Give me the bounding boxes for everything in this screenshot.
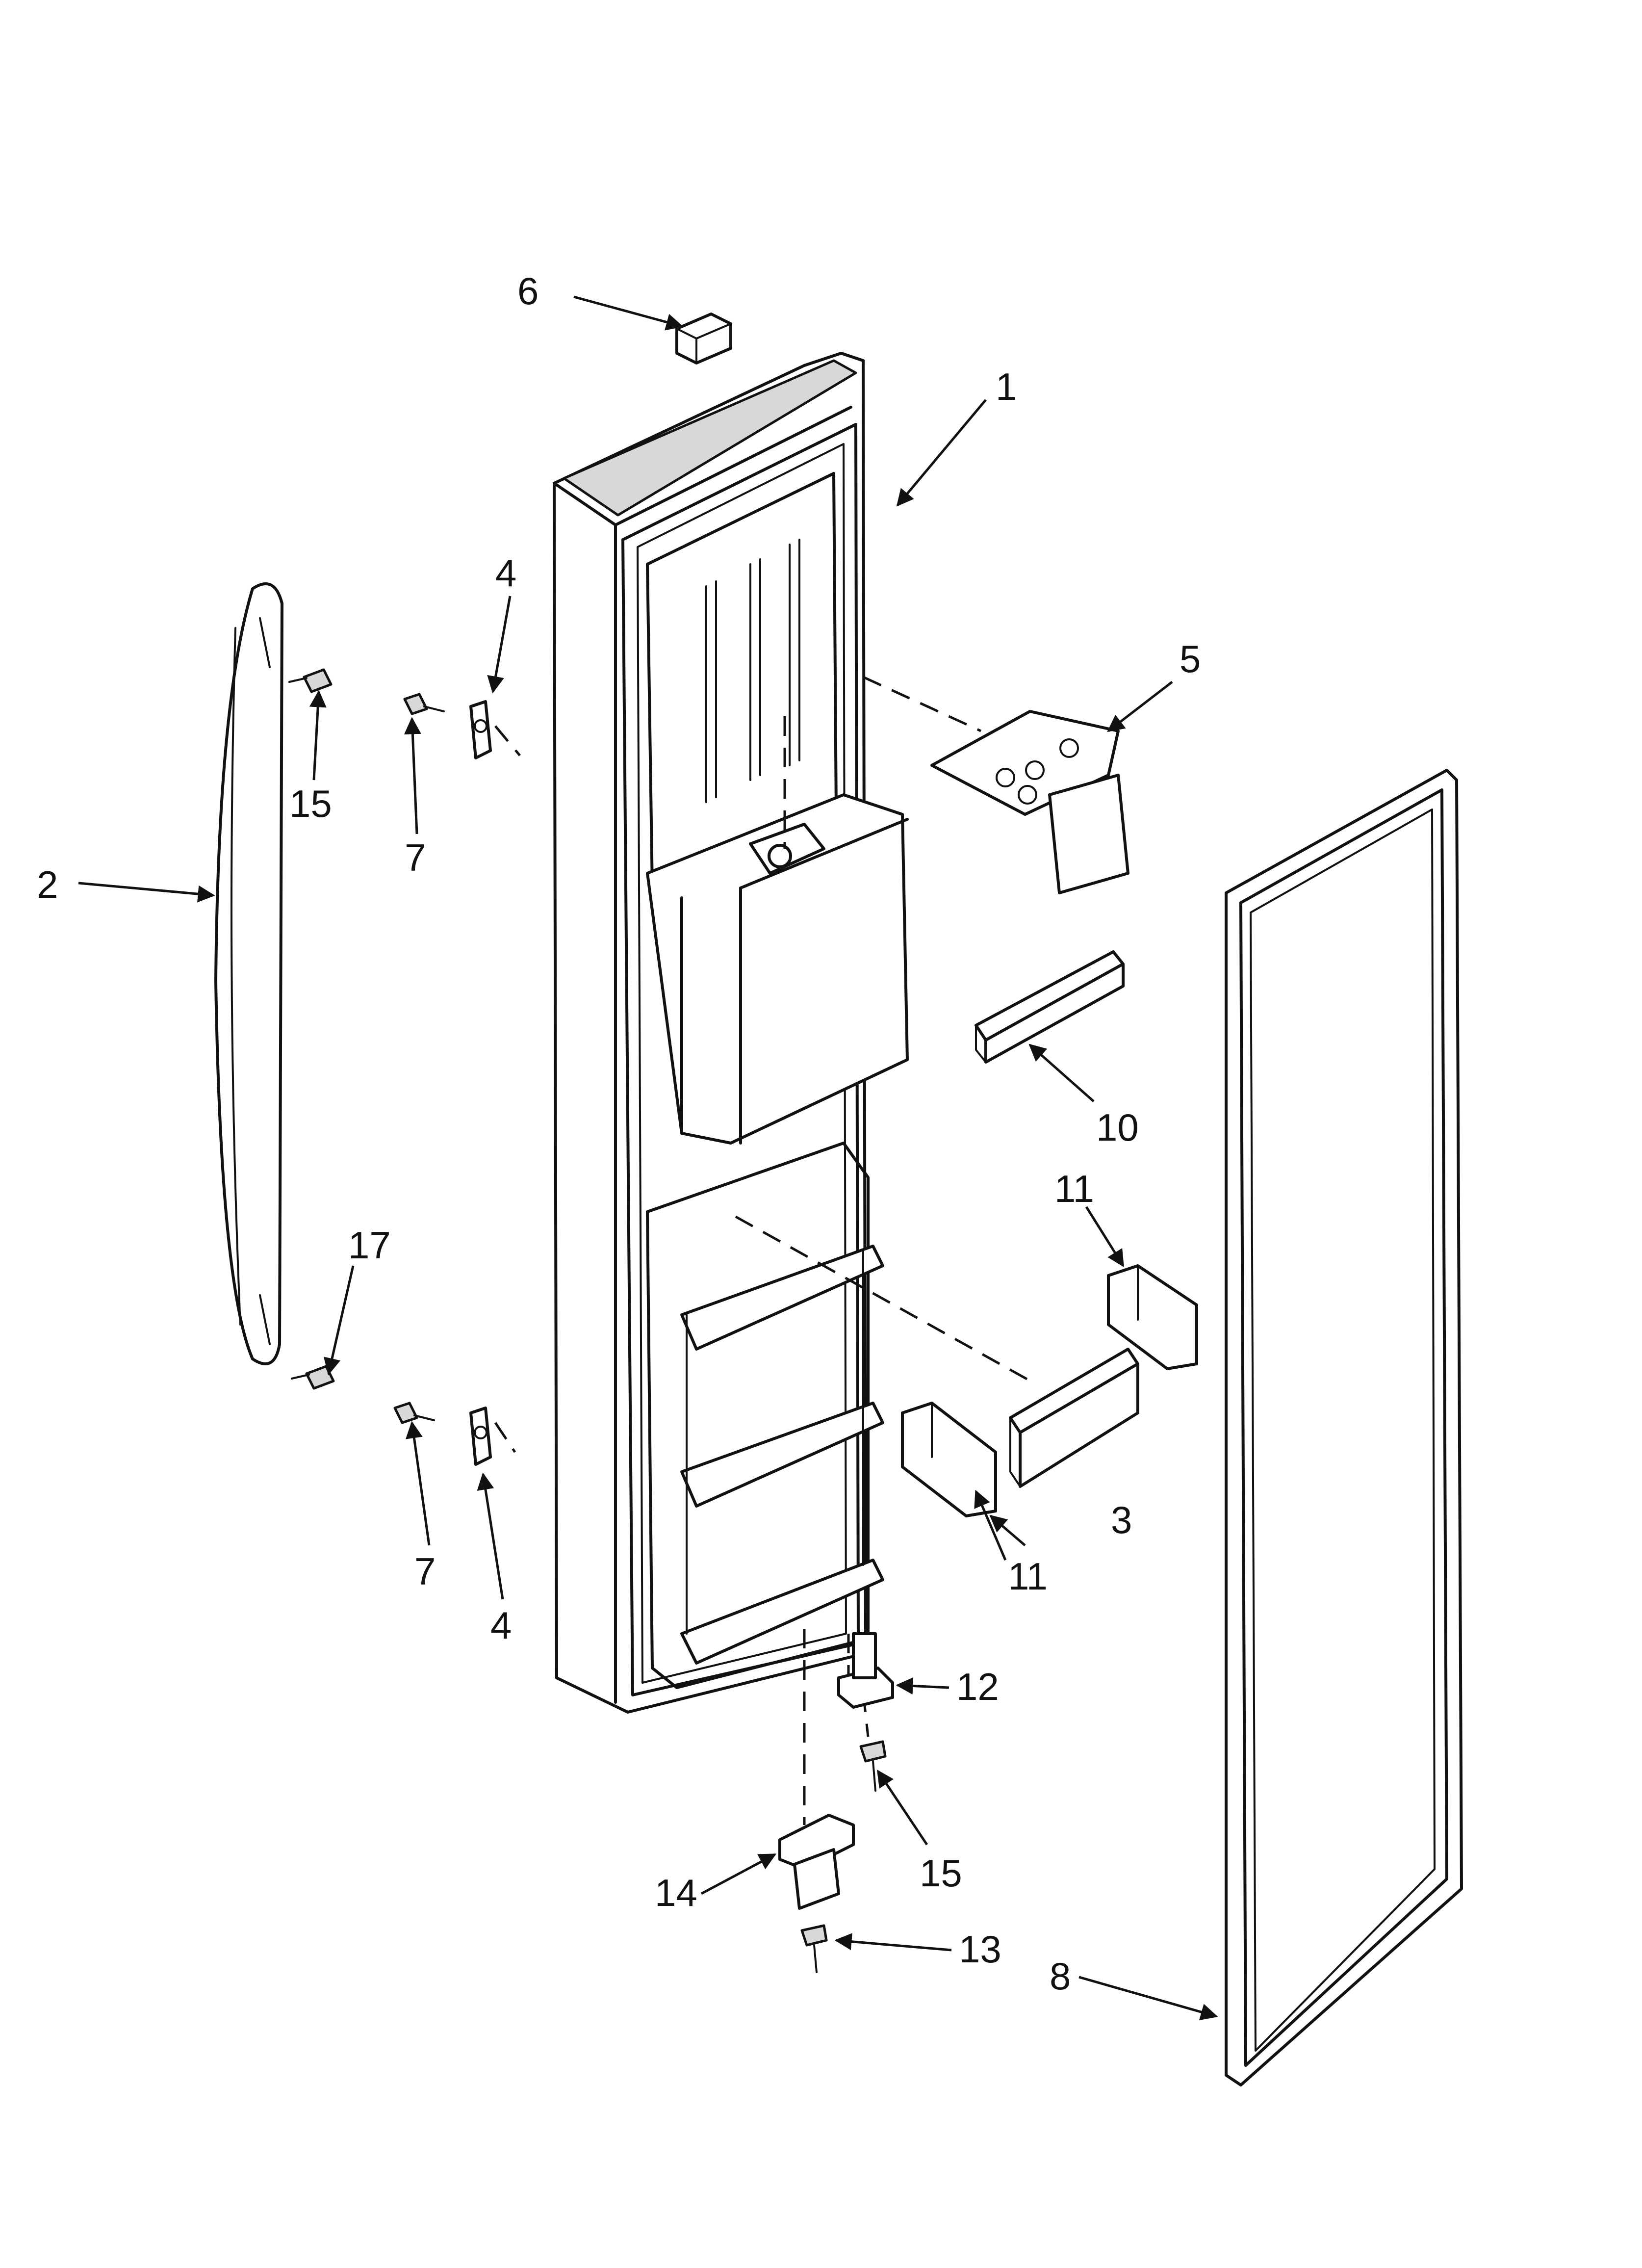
clip-part-11-right: [1107, 1264, 1198, 1370]
screw-part-7-lower: [393, 1402, 435, 1424]
callout-12: 12: [956, 1665, 999, 1708]
callout-1: 1: [996, 365, 1017, 408]
door-handle-part-2: [214, 582, 283, 1365]
leader-arrows: [78, 295, 1218, 2021]
screw-part-13: [800, 1924, 828, 1973]
callout-3: 3: [1111, 1498, 1132, 1541]
screw-part-15-lower: [291, 1365, 335, 1390]
connector-part-6: [675, 313, 732, 365]
callout-6: 6: [517, 269, 539, 313]
callout-15-upper: 15: [289, 782, 332, 825]
callout-4-lower: 4: [490, 1604, 512, 1647]
callout-2: 2: [37, 863, 58, 906]
rail-part-10: [975, 950, 1125, 1064]
screw-part-15-upper: [288, 668, 333, 693]
callout-labels: 6 1 5 4 15 7 2 10 11 17 3 11 7 4 12 15 1…: [37, 269, 1201, 1998]
bracket-part-5: [930, 710, 1129, 894]
screw-part-17: [859, 1740, 887, 1792]
callout-13: 13: [959, 1928, 1001, 1971]
callout-10: 10: [1096, 1106, 1139, 1149]
callout-7-lower: 7: [414, 1550, 436, 1593]
clip-part-4-upper: [469, 700, 492, 759]
hinge-pin-part-12: [837, 1632, 894, 1709]
callout-14: 14: [655, 1871, 697, 1914]
callout-4-upper: 4: [495, 551, 516, 595]
callout-11-lower: 11: [1008, 1555, 1048, 1598]
freezer-door-part-1: [553, 352, 909, 1714]
trim-part-3: [1009, 1348, 1139, 1488]
gasket-part-8: [1225, 769, 1463, 2086]
callout-17: 15: [920, 1851, 962, 1895]
callout-8: 8: [1050, 1955, 1071, 1998]
screw-part-7-upper: [403, 693, 445, 715]
clip-part-11-left: [901, 1402, 997, 1517]
hinge-part-14: [778, 1814, 855, 1910]
clip-part-4-lower: [469, 1407, 492, 1466]
callout-5: 5: [1180, 637, 1201, 680]
callout-7-upper: 7: [405, 836, 426, 879]
callout-11-upper: 11: [1054, 1167, 1094, 1210]
callout-15-lower: 17: [348, 1224, 391, 1267]
assembly-lines: [494, 676, 1036, 1825]
